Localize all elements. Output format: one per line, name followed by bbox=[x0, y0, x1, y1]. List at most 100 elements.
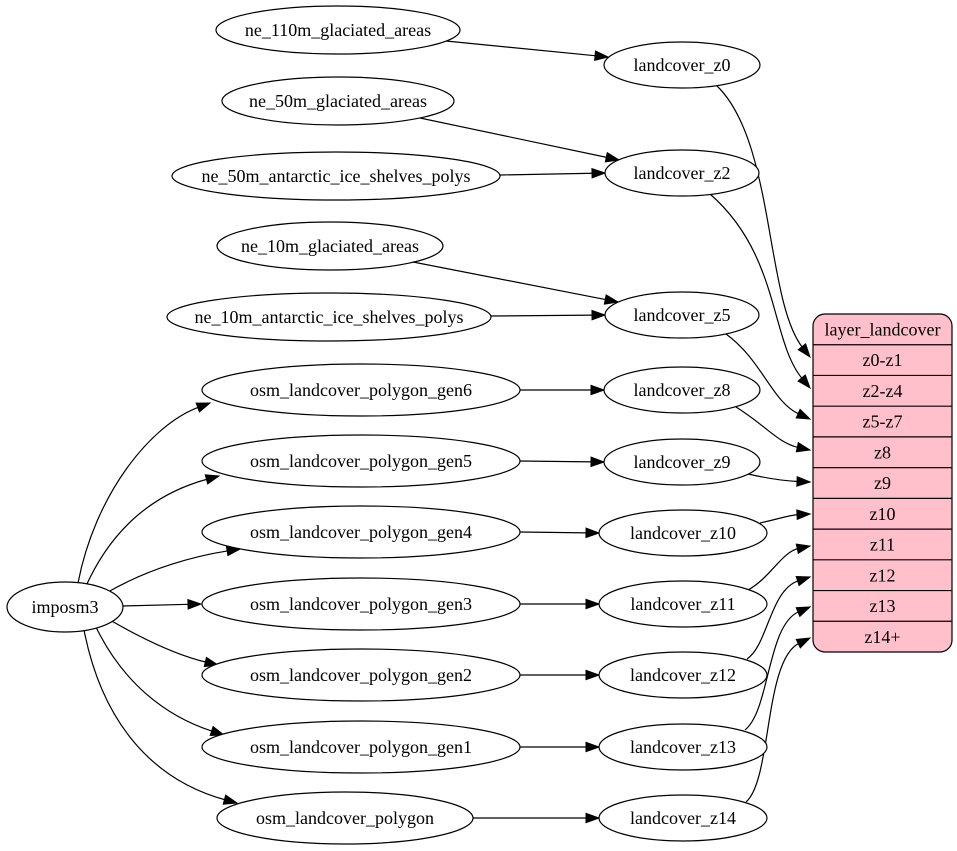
edge-landcover_z0-to-layer_landcover-z0-z1 bbox=[715, 84, 811, 359]
node-label: osm_landcover_polygon_gen6 bbox=[250, 380, 472, 400]
node-shape bbox=[201, 434, 521, 488]
node-shape bbox=[603, 41, 761, 89]
node-shape bbox=[216, 791, 474, 845]
node-ne_10m_antarctic_ice_shelves_polys: ne_10m_antarctic_ice_shelves_polys bbox=[166, 292, 492, 342]
node-label: landcover_z13 bbox=[630, 737, 736, 757]
edge-osm_landcover_polygon_gen3-to-landcover_z11 bbox=[520, 598, 601, 610]
arrowhead-icon bbox=[585, 669, 601, 681]
table-row-label: z13 bbox=[870, 596, 896, 616]
node-label: landcover_z0 bbox=[634, 55, 731, 75]
node-shape bbox=[604, 149, 760, 197]
node-landcover_z0: landcover_z0 bbox=[603, 41, 761, 89]
node-landcover_z9: landcover_z9 bbox=[603, 438, 761, 486]
node-shape bbox=[166, 292, 492, 342]
node-shape bbox=[598, 580, 768, 628]
table-row-label: z2-z4 bbox=[863, 381, 903, 401]
edge-imposm3-to-osm_landcover_polygon bbox=[83, 629, 239, 805]
edge-landcover_z11-to-layer_landcover-z11 bbox=[747, 543, 812, 591]
table-row-label: z8 bbox=[874, 442, 891, 462]
arrowhead-icon bbox=[796, 509, 812, 521]
edge-osm_landcover_polygon-to-landcover_z14 bbox=[473, 812, 601, 824]
node-label: osm_landcover_polygon bbox=[256, 808, 434, 828]
node-label: osm_landcover_polygon_gen1 bbox=[250, 737, 472, 757]
arrowhead-icon bbox=[195, 402, 212, 413]
arrowhead-icon bbox=[795, 408, 812, 420]
arrowhead-icon bbox=[594, 50, 610, 62]
node-shape bbox=[221, 76, 455, 126]
edge-landcover_z10-to-layer_landcover-z10 bbox=[759, 509, 812, 524]
node-label: landcover_z9 bbox=[634, 452, 731, 472]
arrowhead-icon bbox=[591, 309, 607, 321]
node-label: landcover_z14 bbox=[630, 808, 736, 828]
arrowhead-icon bbox=[187, 598, 203, 610]
table-header-label: layer_landcover bbox=[825, 319, 941, 339]
node-label: osm_landcover_polygon_gen2 bbox=[250, 665, 472, 685]
arrowhead-icon bbox=[795, 441, 812, 453]
node-imposm3: imposm3 bbox=[6, 581, 124, 633]
edge-ne_110m_glaciated_areas-to-landcover_z0 bbox=[445, 40, 610, 62]
arrowhead-icon bbox=[795, 606, 812, 618]
node-label: ne_50m_glaciated_areas bbox=[249, 91, 427, 111]
node-shape bbox=[598, 651, 768, 699]
edge-imposm3-to-osm_landcover_polygon_gen4 bbox=[107, 545, 242, 593]
node-label: ne_50m_antarctic_ice_shelves_polys bbox=[202, 166, 471, 186]
node-shape bbox=[201, 505, 521, 559]
edge-osm_landcover_polygon_gen1-to-landcover_z13 bbox=[519, 741, 601, 753]
edge-imposm3-to-osm_landcover_polygon_gen2 bbox=[109, 619, 220, 668]
edge-ne_10m_glaciated_areas-to-landcover_z5 bbox=[412, 261, 620, 305]
node-landcover_z2: landcover_z2 bbox=[604, 149, 760, 197]
edge-landcover_z9-to-layer_landcover-z9 bbox=[747, 473, 812, 487]
node-shape bbox=[603, 366, 761, 414]
edge-osm_landcover_polygon_gen2-to-landcover_z12 bbox=[519, 669, 601, 681]
table-layer_landcover: layer_landcoverz0-z1z2-z4z5-z7z8z9z10z11… bbox=[812, 313, 953, 653]
node-landcover_z14: landcover_z14 bbox=[598, 794, 768, 842]
edge-landcover_z12-to-layer_landcover-z12 bbox=[746, 576, 812, 660]
table-row-label: z11 bbox=[870, 535, 895, 555]
node-shape bbox=[171, 151, 501, 201]
node-label: landcover_z5 bbox=[634, 305, 731, 325]
node-label: osm_landcover_polygon_gen5 bbox=[250, 451, 472, 471]
node-shape bbox=[603, 438, 761, 486]
node-ne_110m_glaciated_areas: ne_110m_glaciated_areas bbox=[215, 5, 461, 55]
edge-ne_50m_antarctic_ice_shelves_polys-to-landcover_z2 bbox=[499, 167, 607, 179]
arrowhead-icon bbox=[797, 343, 811, 359]
node-ne_10m_glaciated_areas: ne_10m_glaciated_areas bbox=[216, 221, 444, 271]
edge-landcover_z2-to-layer_landcover-z2-z4 bbox=[709, 193, 811, 390]
edge-osm_landcover_polygon_gen6-to-landcover_z8 bbox=[520, 384, 606, 396]
node-osm_landcover_polygon_gen3: osm_landcover_polygon_gen3 bbox=[201, 577, 521, 631]
table-row-label: z10 bbox=[870, 504, 896, 524]
node-label: landcover_z8 bbox=[634, 380, 731, 400]
table-outline bbox=[812, 313, 953, 653]
arrowhead-icon bbox=[585, 598, 601, 610]
node-label: ne_110m_glaciated_areas bbox=[245, 20, 431, 40]
node-landcover_z11: landcover_z11 bbox=[598, 580, 768, 628]
node-landcover_z8: landcover_z8 bbox=[603, 366, 761, 414]
table-row-label: z5-z7 bbox=[863, 412, 903, 432]
node-shape bbox=[201, 648, 521, 702]
node-landcover_z10: landcover_z10 bbox=[598, 509, 768, 557]
node-label: landcover_z2 bbox=[634, 163, 731, 183]
node-shape bbox=[598, 723, 768, 771]
arrowhead-icon bbox=[795, 637, 812, 649]
node-label: imposm3 bbox=[31, 597, 98, 617]
arrowhead-icon bbox=[796, 476, 812, 487]
arrowhead-icon bbox=[591, 167, 607, 179]
node-shape bbox=[201, 363, 521, 417]
arrowhead-icon bbox=[590, 456, 606, 468]
arrowhead-icon bbox=[585, 527, 601, 539]
node-label: ne_10m_glaciated_areas bbox=[241, 236, 419, 256]
node-shape bbox=[215, 5, 461, 55]
edge-ne_10m_antarctic_ice_shelves_polys-to-landcover_z5 bbox=[490, 309, 607, 321]
arrowhead-icon bbox=[795, 543, 812, 555]
arrowhead-icon bbox=[585, 812, 601, 824]
node-label: osm_landcover_polygon_gen3 bbox=[250, 594, 472, 614]
edge-imposm3-to-osm_landcover_polygon_gen5 bbox=[85, 474, 221, 587]
node-shape bbox=[216, 221, 444, 271]
edge-landcover_z5-to-layer_landcover-z5-z7 bbox=[725, 333, 812, 420]
edge-osm_landcover_polygon_gen4-to-landcover_z10 bbox=[519, 527, 601, 539]
table-row-label: z0-z1 bbox=[863, 350, 903, 370]
node-shape bbox=[604, 291, 760, 339]
node-ne_50m_antarctic_ice_shelves_polys: ne_50m_antarctic_ice_shelves_polys bbox=[171, 151, 501, 201]
node-osm_landcover_polygon: osm_landcover_polygon bbox=[216, 791, 474, 845]
edge-landcover_z14-to-layer_landcover-z14+ bbox=[745, 637, 812, 803]
